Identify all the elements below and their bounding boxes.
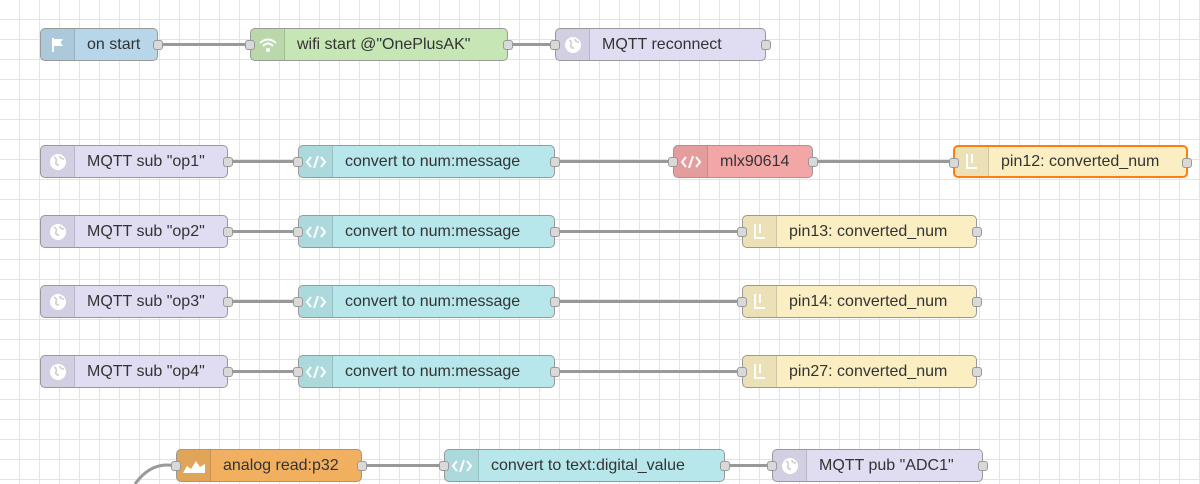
node-pin13[interactable]: pin13: converted_num [737,215,982,248]
globe-icon [41,286,75,317]
node-mlx90614[interactable]: mlx90614 [668,145,818,178]
node-mqtt-sub-op1[interactable]: MQTT sub "op1" [40,145,233,178]
pin-icon [955,147,989,176]
node-label: pin13: converted_num [789,222,948,240]
node-convert-text[interactable]: convert to text:digital_value [439,449,730,482]
node-convert-num-1[interactable]: convert to num:message [293,145,560,178]
input-port[interactable] [949,158,959,168]
input-port[interactable] [550,40,560,50]
input-port[interactable] [293,367,303,377]
globe-icon [556,29,590,60]
input-port[interactable] [245,40,255,50]
input-port[interactable] [767,461,777,471]
output-port[interactable] [223,367,233,377]
incoming-wire[interactable] [133,463,177,484]
code-icon [445,450,479,481]
node-convert-num-3[interactable]: convert to num:message [293,285,560,318]
flag-icon [41,29,75,60]
node-label: pin27: converted_num [789,362,948,380]
output-port[interactable] [808,157,818,167]
pin-icon [743,356,777,387]
output-port[interactable] [503,40,513,50]
globe-icon [41,356,75,387]
node-pin14[interactable]: pin14: converted_num [737,285,982,318]
pin-icon [743,286,777,317]
node-label: convert to num:message [345,362,521,380]
node-convert-num-4[interactable]: convert to num:message [293,355,560,388]
output-port[interactable] [1182,158,1192,168]
input-port[interactable] [737,297,747,307]
node-label: MQTT sub "op3" [87,292,205,310]
node-mqtt-pub-adc1[interactable]: MQTT pub "ADC1" [767,449,988,482]
node-label: convert to num:message [345,292,521,310]
node-mqtt-sub-op2[interactable]: MQTT sub "op2" [40,215,233,248]
output-port[interactable] [720,461,730,471]
output-port[interactable] [978,461,988,471]
code-icon [674,146,708,177]
node-analog-read-p32[interactable]: analog read:p32 [171,449,367,482]
globe-icon [773,450,807,481]
node-label: analog read:p32 [223,456,339,474]
code-icon [299,216,333,247]
node-label: MQTT sub "op4" [87,362,205,380]
input-port[interactable] [171,461,181,471]
output-port[interactable] [223,157,233,167]
wifi-icon [251,29,285,60]
output-port[interactable] [223,297,233,307]
input-port[interactable] [439,461,449,471]
node-wifi-start[interactable]: wifi start @"OnePlusAK" [245,28,513,61]
node-label: convert to num:message [345,152,521,170]
node-label: MQTT pub "ADC1" [819,456,954,474]
globe-icon [41,216,75,247]
output-port[interactable] [761,40,771,50]
node-mqtt-sub-op4[interactable]: MQTT sub "op4" [40,355,233,388]
output-port[interactable] [550,227,560,237]
node-label: convert to text:digital_value [491,456,685,474]
output-port[interactable] [972,227,982,237]
node-on-start[interactable]: on start [40,28,163,61]
node-label: mlx90614 [720,152,790,170]
node-label: pin12: converted_num [1001,152,1160,170]
node-label: on start [87,35,141,53]
node-label: pin14: converted_num [789,292,948,310]
globe-icon [41,146,75,177]
node-pin27[interactable]: pin27: converted_num [737,355,982,388]
input-port[interactable] [293,157,303,167]
input-port[interactable] [668,157,678,167]
output-port[interactable] [550,297,560,307]
input-port[interactable] [737,367,747,377]
node-label: MQTT reconnect [602,35,722,53]
input-port[interactable] [293,297,303,307]
node-mqtt-sub-op3[interactable]: MQTT sub "op3" [40,285,233,318]
output-port[interactable] [153,40,163,50]
output-port[interactable] [972,297,982,307]
output-port[interactable] [972,367,982,377]
code-icon [299,356,333,387]
output-port[interactable] [223,227,233,237]
pin-icon [743,216,777,247]
output-port[interactable] [550,157,560,167]
node-label: MQTT sub "op2" [87,222,205,240]
node-label: wifi start @"OnePlusAK" [297,35,471,53]
input-port[interactable] [293,227,303,237]
node-mqtt-reconnect[interactable]: MQTT reconnect [550,28,771,61]
code-icon [299,286,333,317]
node-convert-num-2[interactable]: convert to num:message [293,215,560,248]
output-port[interactable] [357,461,367,471]
output-port[interactable] [550,367,560,377]
code-icon [299,146,333,177]
input-port[interactable] [737,227,747,237]
node-label: convert to num:message [345,222,521,240]
node-label: MQTT sub "op1" [87,152,205,170]
analog-icon [177,450,211,481]
node-pin12[interactable]: pin12: converted_num [949,145,1192,178]
